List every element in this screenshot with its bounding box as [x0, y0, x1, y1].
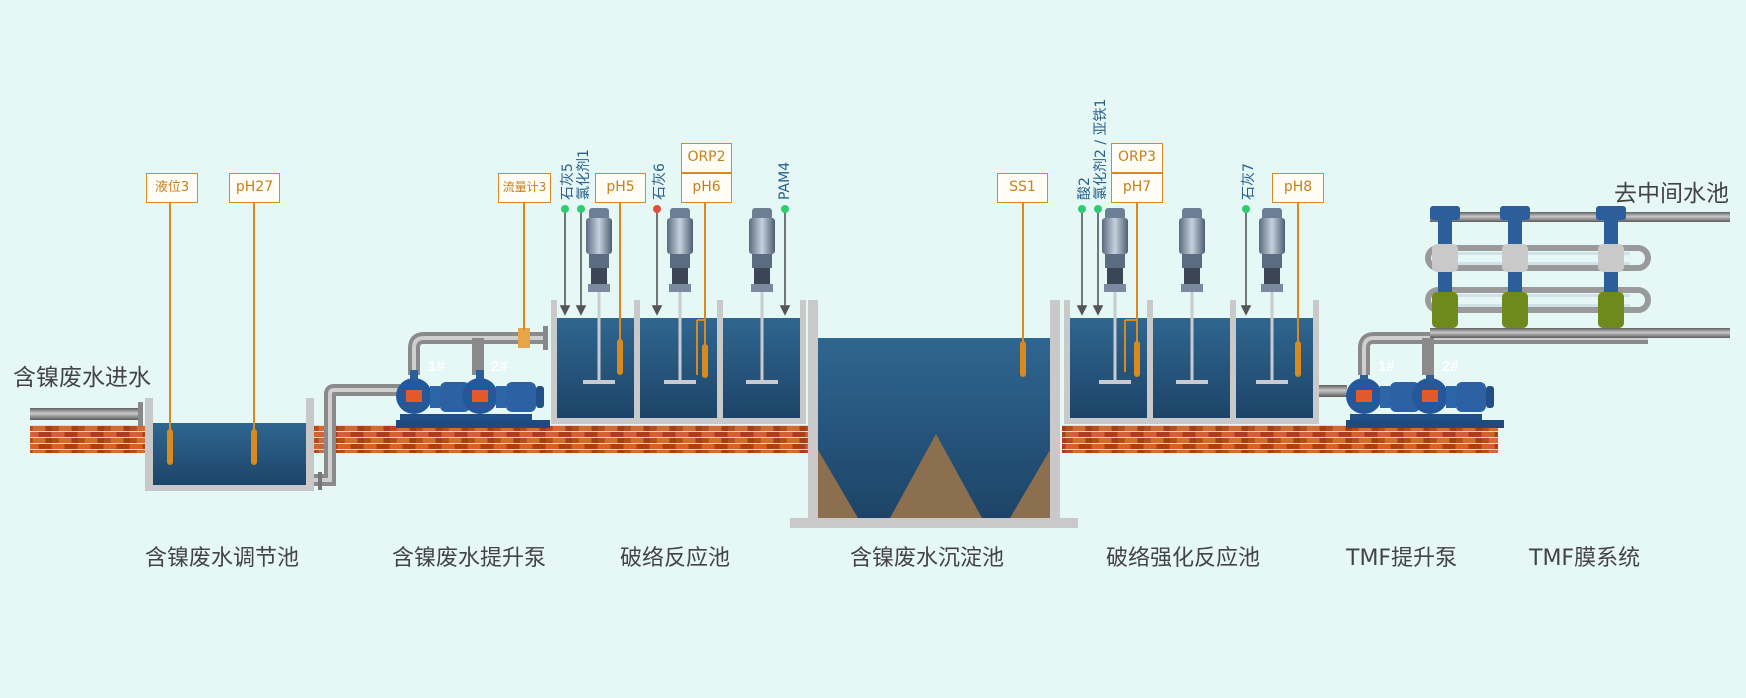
- ph6-tag[interactable]: pH6: [681, 173, 732, 203]
- section-strengthened-reaction-tank: 破络强化反应池: [1106, 546, 1261, 571]
- dose-indicator-lime5: [561, 205, 569, 213]
- lift-pump-2-label: 2#: [491, 358, 508, 375]
- dose-label-oxidant2: 氯化剂2 / 亚铁1: [1093, 98, 1109, 200]
- lift-pump-2: [462, 370, 544, 422]
- section-reaction-tank: 破络反应池: [620, 546, 731, 571]
- dose-label-lime7: 石灰7: [1241, 163, 1257, 200]
- dose-indicator-oxidant1: [577, 205, 585, 213]
- tmf-pump-2: [1412, 370, 1494, 422]
- ph7-tag[interactable]: pH7: [1111, 173, 1163, 203]
- section-sedimentation-tank: 含镍废水沉淀池: [850, 546, 1005, 571]
- dose-indicator-pam4: [781, 205, 789, 213]
- dose-indicator-lime7: [1242, 205, 1250, 213]
- flow3-tag[interactable]: 流量计3: [498, 173, 551, 203]
- dose-label-oxidant1: 氯化剂1: [576, 149, 592, 200]
- level3-tag[interactable]: 液位3: [146, 173, 198, 203]
- orp2-tag[interactable]: ORP2: [681, 143, 732, 173]
- dose-label-lime6: 石灰6: [652, 163, 668, 200]
- dose-indicator-acid2: [1078, 205, 1086, 213]
- section-tmf-pump: TMF提升泵: [1346, 546, 1458, 571]
- sedimentation-tank: [790, 300, 1078, 528]
- dose-indicator-oxidant2: [1094, 205, 1102, 213]
- section-tmf-membrane: TMF膜系统: [1529, 546, 1641, 571]
- dose-indicator-lime6: [653, 205, 661, 213]
- dose-label-pam4: PAM4: [777, 161, 793, 200]
- lift-pump-1-label: 1#: [428, 358, 445, 375]
- section-lift-pump: 含镍废水提升泵: [392, 546, 547, 571]
- ph27-tag[interactable]: pH27: [229, 173, 280, 203]
- section-equalization-tank: 含镍废水调节池: [145, 546, 300, 571]
- inlet-label: 含镍废水进水: [13, 365, 151, 391]
- orp3-tag[interactable]: ORP3: [1111, 143, 1163, 173]
- ss1-tag[interactable]: SS1: [997, 173, 1048, 203]
- ph8-tag[interactable]: pH8: [1272, 173, 1324, 203]
- equalization-tank: [145, 398, 314, 491]
- tmf-pump-1-label: 1#: [1378, 358, 1395, 375]
- outlet-label: 去中间水池: [1614, 181, 1729, 207]
- tmf-pump-2-label: 2#: [1442, 358, 1459, 375]
- tmf-membrane-system: [1425, 206, 1730, 338]
- ph5-tag[interactable]: pH5: [595, 173, 646, 203]
